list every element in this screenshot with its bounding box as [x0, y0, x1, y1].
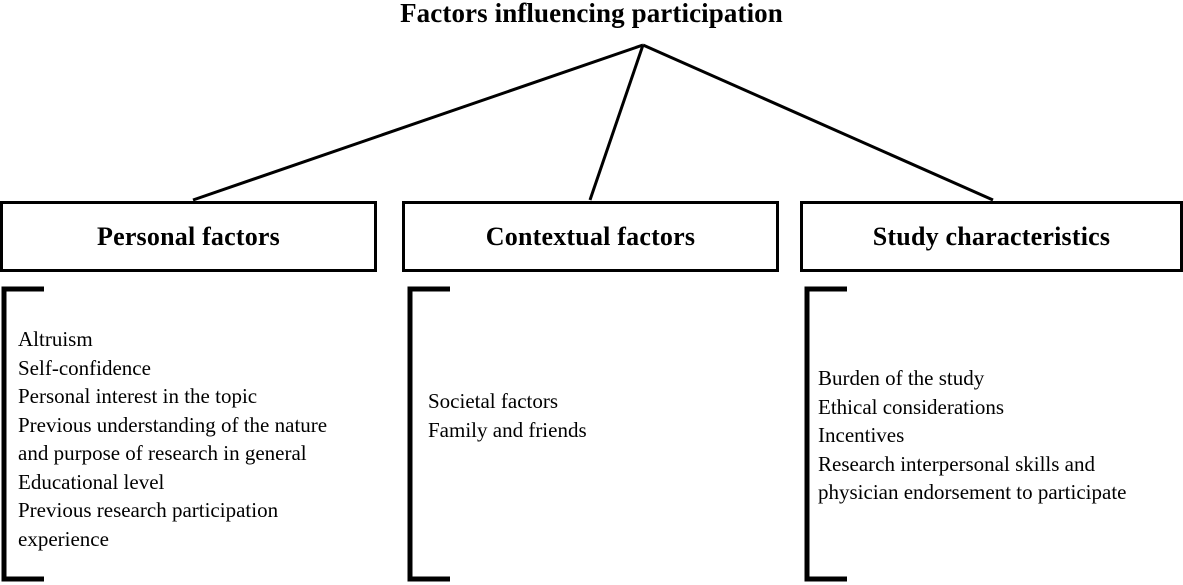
list-item: Burden of the study [818, 366, 985, 390]
category-box-label: Personal factors [97, 221, 280, 251]
list-item: experience [18, 526, 109, 551]
list-item: Societal factors [428, 389, 559, 413]
list-item: Ethical considerations [818, 394, 1005, 419]
item-list-contextual-factors: Societal factors Family and friends [428, 387, 778, 444]
list-item: Previous understanding of the nature [18, 412, 328, 437]
item-list-study-characteristics: Burden of the study Ethical consideratio… [818, 364, 1178, 507]
list-item: Incentives [818, 423, 905, 447]
category-box-label: Study characteristics [872, 221, 1111, 251]
list-item: Educational level [18, 469, 165, 494]
list-item: physician endorsement to participate [818, 480, 1127, 504]
connector-line-study [642, 43, 994, 202]
list-item: and purpose of research in general [18, 441, 307, 465]
item-list-personal-factors: Altruism Self-confidence Personal intere… [18, 325, 378, 553]
connector-line-contextual [588, 44, 645, 201]
list-item: Research interpersonal skills and [818, 451, 1095, 476]
diagram-title: Factors influencing participation [400, 0, 783, 28]
list-item: Family and friends [428, 417, 587, 442]
category-box-personal-factors[interactable]: Personal factors [0, 201, 377, 272]
list-item: Personal interest in the topic [18, 384, 258, 408]
list-item: Self-confidence [18, 355, 151, 380]
category-box-label: Contextual factors [485, 221, 696, 251]
category-box-contextual-factors[interactable]: Contextual factors [402, 201, 779, 272]
connector-line-personal [192, 43, 644, 202]
list-item: Altruism [18, 327, 93, 351]
list-item: Previous research participation [18, 498, 279, 522]
category-box-study-characteristics[interactable]: Study characteristics [800, 201, 1183, 272]
